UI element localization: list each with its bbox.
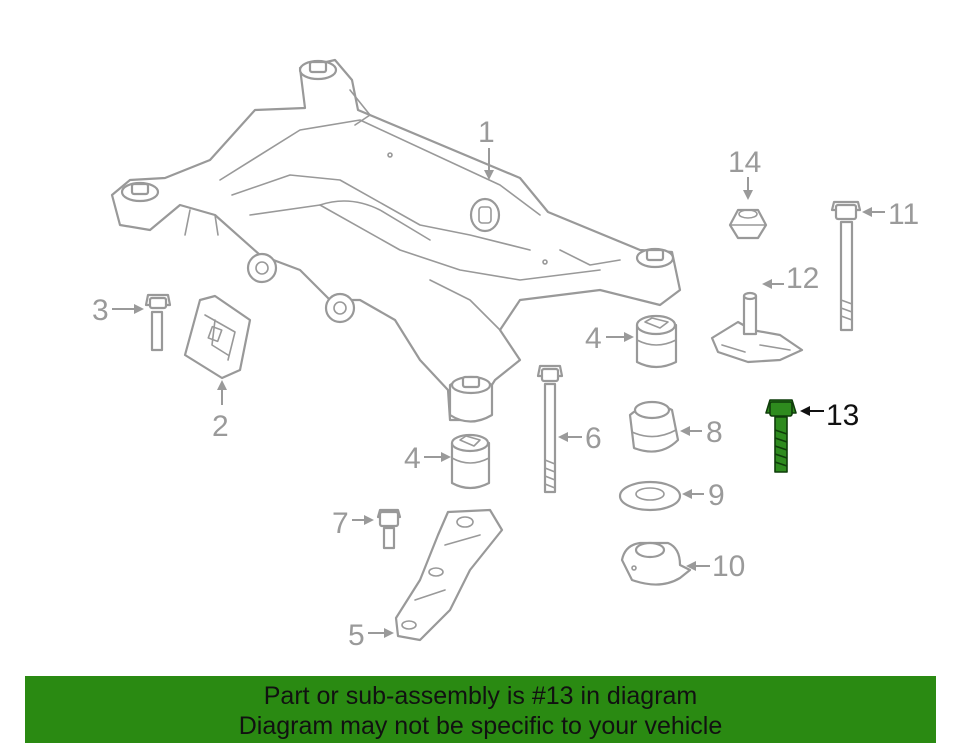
- part-5-link-arm[interactable]: [394, 508, 504, 642]
- label-5: 5: [348, 619, 365, 652]
- part-14-nut[interactable]: [728, 208, 768, 240]
- label-14: 14: [728, 146, 761, 179]
- banner-line-1: Part or sub-assembly is #13 in diagram: [263, 682, 698, 710]
- label-9: 9: [708, 479, 725, 512]
- part-6-long-bolt[interactable]: [536, 364, 564, 494]
- part-2-bracket[interactable]: [183, 294, 252, 380]
- part-8-mount[interactable]: [628, 400, 680, 453]
- label-8: 8: [706, 416, 723, 449]
- label-7: 7: [332, 507, 349, 540]
- label-10: 10: [712, 550, 745, 583]
- label-3: 3: [92, 294, 109, 327]
- part-1-subframe[interactable]: [110, 58, 682, 423]
- part-3-bolt[interactable]: [144, 293, 172, 352]
- part-4-bushing-upper[interactable]: [635, 314, 678, 369]
- label-1: 1: [478, 116, 495, 149]
- label-4b: 4: [404, 442, 421, 475]
- part-12-pin-bracket[interactable]: [710, 291, 804, 364]
- label-11: 11: [888, 198, 919, 231]
- info-banner: Part or sub-assembly is #13 in diagram D…: [25, 676, 936, 743]
- banner-line-2: Diagram may not be specific to your vehi…: [238, 712, 723, 740]
- label-4a: 4: [585, 322, 602, 355]
- label-12: 12: [786, 262, 819, 295]
- part-11-tall-bolt[interactable]: [830, 200, 862, 332]
- parts-diagram: 1 2 3 4 4 5: [92, 58, 919, 652]
- part-4-bushing-lower[interactable]: [450, 433, 491, 490]
- label-13: 13: [826, 399, 859, 432]
- part-13-bolt-highlighted[interactable]: [765, 399, 797, 473]
- label-2: 2: [212, 410, 229, 443]
- part-10-mount-base[interactable]: [620, 541, 692, 586]
- part-7-short-bolt[interactable]: [376, 508, 402, 550]
- label-6: 6: [585, 422, 602, 455]
- part-9-washer[interactable]: [618, 480, 682, 512]
